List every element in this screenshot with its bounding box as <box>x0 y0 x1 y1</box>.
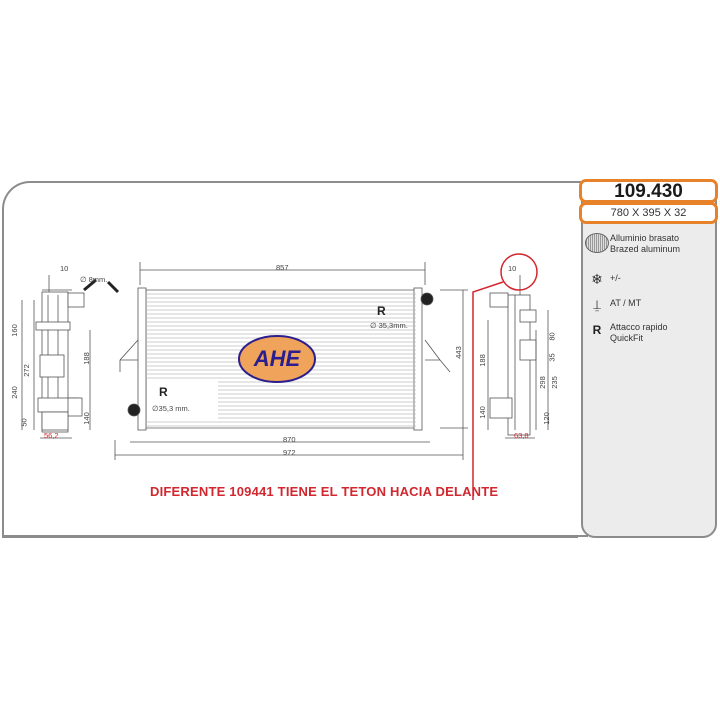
top-outlet-diameter: ∅ 35,3mm. <box>370 321 408 330</box>
spec-ac-label: +/- <box>610 273 621 283</box>
spec-material-line2: Brazed aluminum <box>610 244 681 254</box>
spec-transmission: ⍊ AT / MT <box>584 292 641 316</box>
left-pin-dim: 10 <box>60 264 69 273</box>
right-pin-dim: 10 <box>508 264 517 273</box>
top-width-dim: 857 <box>276 263 289 272</box>
right-dim-80: 80 <box>547 332 557 341</box>
right-dim-140: 140 <box>477 406 487 419</box>
bottom-outlet-diameter: ∅35,3 mm. <box>152 404 190 413</box>
spec-material-line1: Alluminio brasato <box>610 233 680 243</box>
right-side-view <box>472 253 549 500</box>
left-dim-240: 240 <box>9 386 19 399</box>
snowflake-icon: ❄ <box>591 270 603 287</box>
info-panel <box>581 200 717 538</box>
product-dimensions: 780 X 395 X 32 <box>579 202 718 224</box>
core-width-dim: 870 <box>283 435 296 444</box>
logo <box>238 335 316 383</box>
product-code: 109.430 <box>579 179 718 203</box>
left-dim-50: 50 <box>19 418 29 427</box>
right-depth-dim: 63,8 <box>514 431 529 440</box>
spec-transmission-label: AT / MT <box>610 298 642 308</box>
spec-ac: ❄ +/- <box>584 267 621 291</box>
left-depth-dim: 56,2 <box>44 431 59 440</box>
bottom-outlet-r-label: R <box>159 385 168 399</box>
brazed-aluminum-icon <box>584 231 610 255</box>
quickfit-r-icon: R <box>592 322 602 337</box>
right-dim-235: 235 <box>549 376 559 389</box>
left-dim-160: 160 <box>9 324 19 337</box>
right-dim-35: 35 <box>547 353 557 362</box>
vent-diameter-label: ∅ 8mm. <box>80 275 108 284</box>
left-dim-272: 272 <box>21 364 31 377</box>
spec-connection-line1: Attacco rapido <box>610 322 668 332</box>
right-dim-298: 298 <box>537 376 547 389</box>
right-dim-188: 188 <box>477 354 487 367</box>
height-dim: 443 <box>453 346 463 359</box>
right-dim-120: 120 <box>541 412 551 425</box>
ahe-logo-text: AHE <box>253 346 301 371</box>
left-dim-140: 140 <box>81 412 91 425</box>
left-side-view <box>21 275 97 439</box>
top-outlet-r-label: R <box>377 304 386 318</box>
overall-width-dim: 972 <box>283 448 296 457</box>
spec-connection: R Attacco rapido QuickFit <box>584 318 668 344</box>
spec-connection-line2: QuickFit <box>610 333 644 343</box>
left-dim-188: 188 <box>81 352 91 365</box>
gear-shift-icon: ⍊ <box>593 296 601 312</box>
difference-note: DIFERENTE 109441 TIENE EL TETON HACIA DE… <box>150 484 499 499</box>
spec-material: Alluminio brasato Brazed aluminum <box>584 231 680 255</box>
drawing-panel-border <box>2 535 578 538</box>
